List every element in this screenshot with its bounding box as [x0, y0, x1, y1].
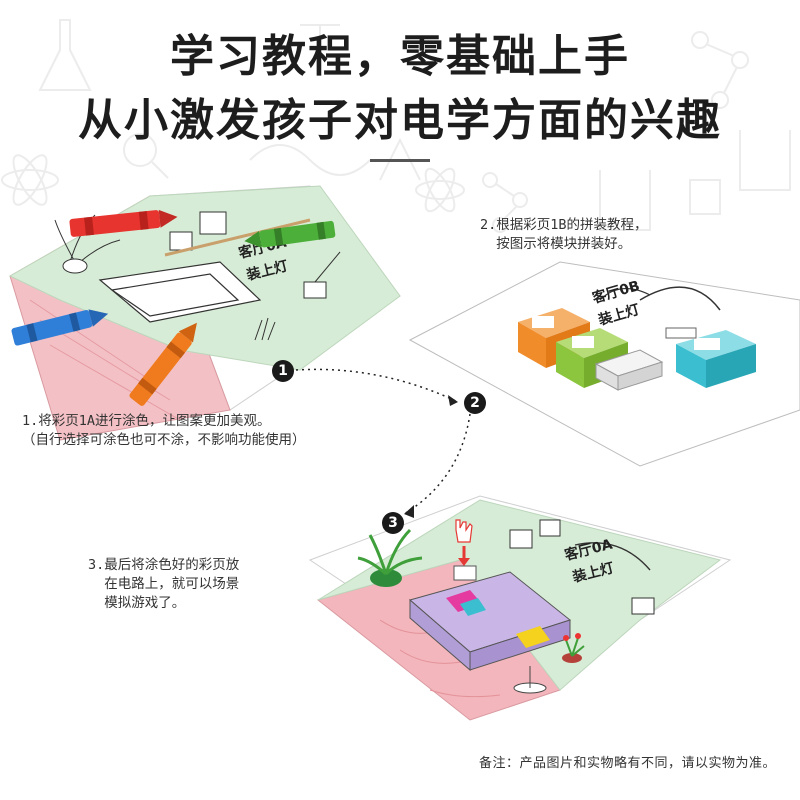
headline-line-1: 学习教程，零基础上手 — [170, 31, 630, 82]
step-number-2: 2 — [464, 392, 486, 414]
press-hand-icon — [455, 519, 473, 566]
step-number-1: 1 — [272, 360, 294, 382]
title-divider — [370, 159, 430, 162]
disclaimer-note: 备注：产品图片和实物略有不同，请以实物为准。 — [478, 756, 776, 771]
module-white — [594, 349, 664, 391]
step-3-text: 3.最后将涂色好的彩页放 在电路上，就可以场景 模拟游戏了。 — [88, 557, 240, 611]
sofa — [408, 571, 572, 672]
headline-line-2: 从小激发孩子对电学方面的兴趣 — [78, 95, 722, 146]
plant-left — [357, 528, 423, 587]
crayon-green — [244, 220, 336, 248]
arrow-step2-to-step3 — [403, 413, 471, 515]
sheet-1a: 客厅0A 装上灯 — [8, 185, 401, 441]
step-1-text: 1.将彩页1A进行涂色，让图案更加美观。 （自行选择可涂色也可不涂，不影响功能使… — [22, 413, 306, 448]
step-number-3: 3 — [382, 512, 404, 534]
crayon-blue — [11, 309, 109, 346]
module-cyan — [676, 330, 756, 388]
arrow-step1-to-step2 — [295, 368, 459, 403]
plant-right — [562, 633, 585, 663]
crayon-red — [69, 209, 178, 237]
crayon-orange — [129, 322, 197, 406]
sheet-3: 客厅0A 装上灯 — [308, 495, 732, 721]
sheet-1b: 客厅0B 装上灯 — [408, 261, 800, 467]
step-2-text: 2.根据彩页1B的拼装教程， 按图示将模块拼装好。 — [480, 217, 648, 252]
